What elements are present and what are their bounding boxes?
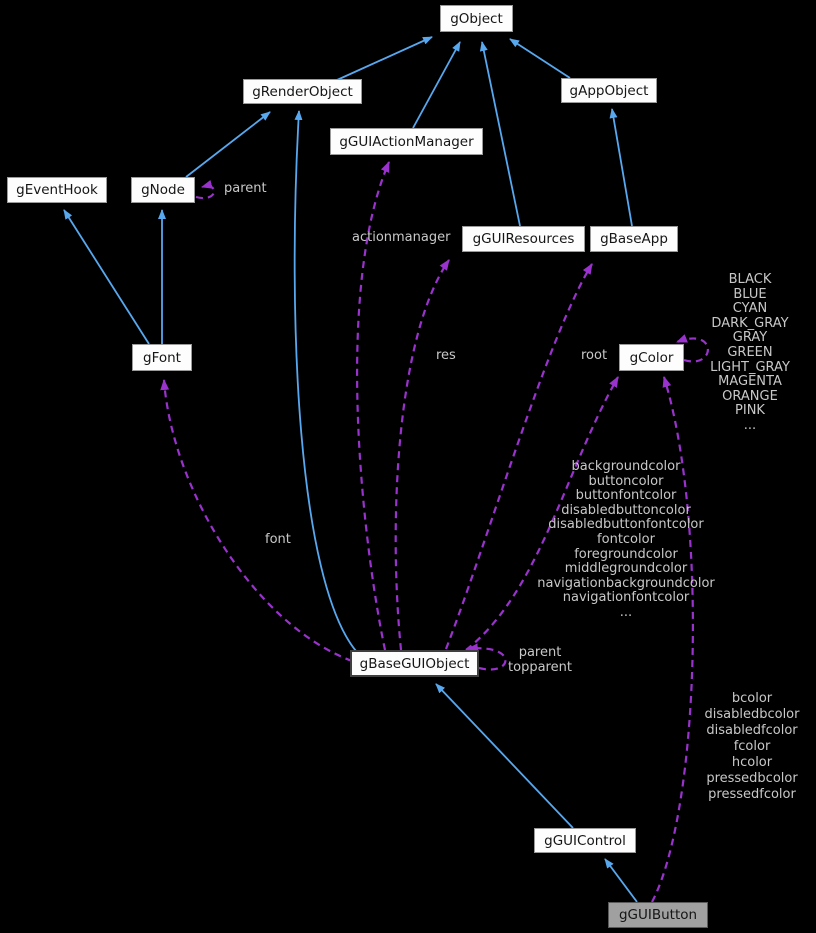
node-gbaseguiobject[interactable]: gBaseGUIObject xyxy=(350,650,479,677)
edge-gbaseguiobject-uses-gfont xyxy=(160,379,353,663)
edge-gbaseapp-inherits-gappobject xyxy=(609,108,633,227)
edge-label-actionmanager: actionmanager xyxy=(352,230,451,245)
node-gfont[interactable]: gFont xyxy=(132,344,192,371)
edge-label-root: root xyxy=(581,348,608,363)
edge-gguicontrol-inherits-gbaseguiobject xyxy=(435,683,574,829)
edge-gguibutton-inherits-gguicontrol xyxy=(604,858,638,903)
node-gguibutton[interactable]: gGUIButton xyxy=(608,902,708,928)
edge-label-res: res xyxy=(436,348,456,363)
edge-gnode-inherits-grenderobject xyxy=(185,111,271,178)
edge-gbaseguiobject-uses-gguiactionmanager xyxy=(355,161,391,651)
edge-gappobject-inherits-gobject xyxy=(509,38,571,79)
edge-gguiresources-inherits-gobject xyxy=(479,41,521,227)
edge-label-font: font xyxy=(265,532,291,547)
edge-label-gnode-parent: parent xyxy=(224,181,267,196)
node-gbaseapp[interactable]: gBaseApp xyxy=(590,226,678,252)
node-gguiresources[interactable]: gGUIResources xyxy=(462,226,585,252)
node-grenderobject[interactable]: gRenderObject xyxy=(243,79,362,104)
edge-gguiactionmanager-inherits-gobject xyxy=(412,41,461,129)
node-geventhook[interactable]: gEventHook xyxy=(7,177,107,203)
edge-label-parent-topparent: parent topparent xyxy=(508,645,572,675)
node-gguiactionmanager[interactable]: gGUIActionManager xyxy=(330,128,483,155)
edge-gnode-self-parent xyxy=(195,179,216,200)
edge-gfont-inherits-geventhook xyxy=(63,209,150,345)
edge-grenderobject-inherits-gobject xyxy=(336,36,433,81)
node-gappobject[interactable]: gAppObject xyxy=(561,78,657,103)
node-gcolor[interactable]: gColor xyxy=(619,344,684,371)
node-gobject[interactable]: gObject xyxy=(440,5,513,32)
node-gguicontrol[interactable]: gGUIControl xyxy=(534,828,636,853)
edge-gbaseguiobject-uses-gbaseapp xyxy=(444,263,593,650)
edge-label-button-colors: bcolor disabledbcolor disabledfcolor fco… xyxy=(704,691,800,802)
edge-gbaseguiobject-uses-gcolor xyxy=(465,376,619,651)
edge-label-color-constants: BLACK BLUE CYAN DARK_GRAY GRAY GREEN LIG… xyxy=(710,272,790,433)
node-gnode[interactable]: gNode xyxy=(131,177,195,203)
edge-label-gui-colors: backgroundcolor buttoncolor buttonfontco… xyxy=(537,459,715,620)
edge-gguibutton-uses-gcolor xyxy=(651,376,694,903)
edge-gbaseguiobject-inherits-grenderobject xyxy=(293,110,357,652)
edge-gbaseguiobject-uses-gguiresources xyxy=(394,259,450,651)
